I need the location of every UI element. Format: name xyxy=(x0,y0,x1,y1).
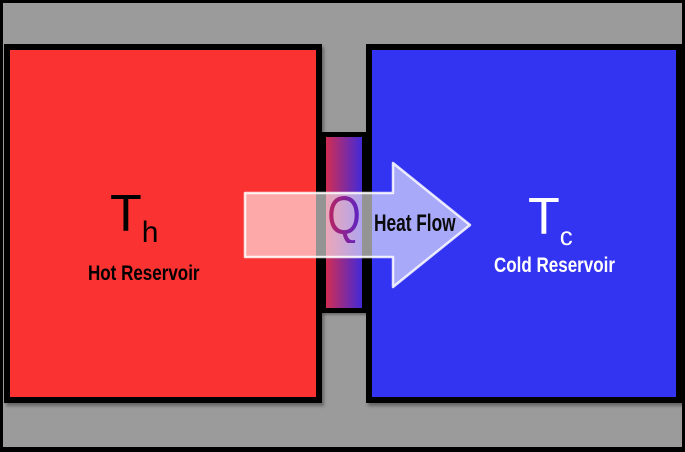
heat-flow-label: Heat Flow xyxy=(374,210,456,237)
hot-reservoir-label: Hot Reservoir xyxy=(88,262,200,285)
heat-flow-arrow-icon xyxy=(243,161,472,289)
cold-symbol-letter: T xyxy=(528,188,560,246)
cold-temperature-symbol: T c xyxy=(528,191,573,249)
cold-reservoir-label: Cold Reservoir xyxy=(494,254,616,277)
hot-symbol-letter: T xyxy=(110,185,142,243)
hot-symbol-subscript: h xyxy=(141,216,159,249)
cold-symbol-subscript: c xyxy=(559,221,573,251)
hot-temperature-symbol: T h xyxy=(110,188,158,248)
heat-q-label: Q xyxy=(327,186,361,246)
